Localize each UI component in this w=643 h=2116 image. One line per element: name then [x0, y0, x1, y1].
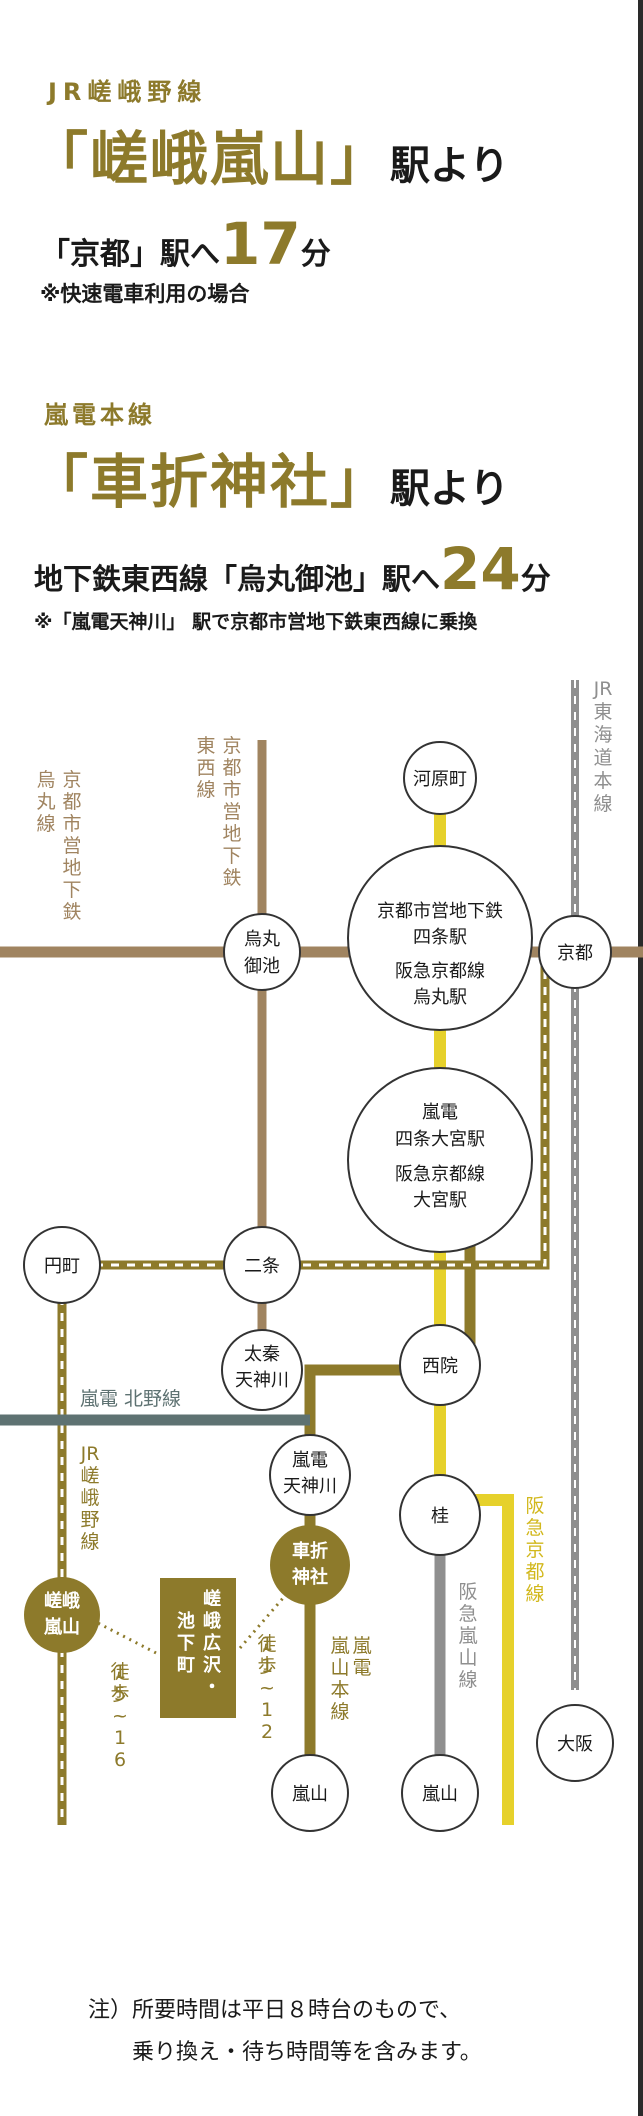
- station-omiya: [347, 1067, 533, 1253]
- randen-kitano-label: 嵐電 北野線: [80, 1388, 181, 1410]
- label-randen-tenjingawa-1: 嵐電: [292, 1450, 328, 1471]
- label-shijo-3: 阪急京都線: [395, 961, 485, 982]
- karasumaoike-time-row: 地下鉄東西線「烏丸御池」駅へ24分: [34, 535, 551, 603]
- station-kurumazaki-highlight: [270, 1525, 350, 1605]
- label-uzumasa-1: 太秦: [244, 1344, 280, 1365]
- minutes-number-2: 24: [440, 535, 521, 603]
- footnote: 注）所要時間は平日８時台のもので、 乗り換え・待ち時間等を含みます。: [88, 1990, 482, 2074]
- station-kyoto: [538, 915, 612, 989]
- footnote-line-1: 注）所要時間は平日８時台のもので、: [88, 1998, 462, 2023]
- tozai-text: 京都市営地下鉄東西線: [196, 735, 241, 889]
- label-saga-hirosawa: 嵯峨広沢・池下町: [177, 1588, 222, 1698]
- station-saiin: [399, 1324, 481, 1406]
- minutes-unit-2: 分: [520, 562, 551, 597]
- kurumazaki-heading: 「車折神社」駅より: [30, 435, 509, 519]
- station-katsura: [399, 1474, 481, 1556]
- station-name: 「嵯峨嵐山」: [30, 125, 391, 193]
- station-karasuma-oike: [223, 913, 301, 991]
- label-omiya-3: 阪急京都線: [395, 1164, 485, 1185]
- randen-line-label: 嵐電本線: [44, 401, 156, 429]
- sagaarashiyama-heading: 「嵯峨嵐山」駅より: [30, 112, 509, 196]
- label-saga-arashiyama-2: 嵐山: [44, 1617, 80, 1638]
- label-saiin: 西院: [422, 1356, 458, 1377]
- svg-text:JR嵯峨野線: JR嵯峨野線: [80, 1443, 100, 1553]
- station-saga-arashiyama-highlight: [24, 1577, 100, 1653]
- randen-arashiyama-label: 嵐電嵐山本線: [330, 1635, 371, 1723]
- label-shijo-2: 四条駅: [413, 927, 467, 948]
- label-karasuma-oike-1: 烏丸: [244, 929, 280, 950]
- hankyu-arashiyama-label: 阪急嵐山線: [458, 1581, 477, 1691]
- footnote-line-2: 乗り換え・待ち時間等を含みます。: [132, 2040, 482, 2065]
- label-karasuma-oike-2: 御池: [244, 956, 280, 977]
- destination-text-2: 地下鉄東西線「烏丸御池」駅へ: [34, 562, 441, 596]
- kyoto-time-row: 「京都」駅へ17分: [40, 210, 331, 278]
- walk-left-connector: [91, 1618, 161, 1657]
- station-emmachi: [23, 1226, 101, 1304]
- station-kawaramachi: [403, 741, 477, 815]
- label-omiya-4: 大宮駅: [413, 1190, 467, 1211]
- station-randen-tenjingawa: [269, 1434, 351, 1516]
- label-emmachi: 円町: [44, 1256, 80, 1277]
- hankyu-kyoto-label: 阪急京都線: [525, 1495, 544, 1605]
- label-kurumazaki-1: 車折: [292, 1540, 328, 1562]
- karasuma-label: 京都市営地下鉄烏丸線: [36, 769, 81, 923]
- hankyu-kyoto-text: 阪急京都線: [525, 1495, 544, 1605]
- yori-text: 駅より: [390, 143, 510, 189]
- station-name-2: 「車折神社」: [30, 448, 391, 516]
- yori-text-2: 駅より: [390, 466, 510, 512]
- right-edge-strip: [638, 0, 643, 2116]
- walk-right-connector: [238, 1589, 292, 1649]
- label-saga-arashiyama-1: 嵯峨: [44, 1590, 80, 1612]
- minutes-number: 17: [220, 210, 301, 278]
- station-osaka: [536, 1704, 614, 1782]
- label-randen-tenjingawa-2: 天神川: [283, 1476, 337, 1497]
- sagano-line-label: JR嵯峨野線: [48, 78, 208, 106]
- label-katsura: 桂: [431, 1506, 449, 1527]
- randen-arashiyama-text: 嵐電嵐山本線: [330, 1635, 371, 1723]
- kitano-label-group: 嵐電 北野線: [80, 1388, 181, 1410]
- karasuma-text: 京都市営地下鉄烏丸線: [36, 769, 81, 923]
- hankyu-arashiyama-text: 阪急嵐山線: [458, 1581, 477, 1691]
- label-hankyu-arashiyama: 嵐山: [422, 1784, 458, 1805]
- label-omiya-1: 嵐電: [422, 1102, 458, 1123]
- transfer-note: ※「嵐電天神川」 駅で京都市営地下鉄東西線に乗換: [34, 611, 478, 633]
- station-uzumasa-tenjingawa: [221, 1329, 303, 1411]
- label-randen-arashiyama: 嵐山: [292, 1784, 328, 1805]
- station-hankyu-arashiyama: [401, 1754, 479, 1832]
- rapid-note: ※快速電車利用の場合: [40, 282, 250, 306]
- label-kyoto: 京都: [557, 943, 593, 964]
- label-osaka: 大阪: [557, 1734, 593, 1755]
- label-kurumazaki-2: 神社: [292, 1566, 328, 1588]
- label-shijo-4: 烏丸駅: [413, 987, 467, 1008]
- station-randen-arashiyama: [271, 1754, 349, 1832]
- station-saga-hirosawa-box: [160, 1578, 236, 1718]
- label-omiya-2: 四条大宮駅: [395, 1129, 485, 1150]
- label-shijo-1: 京都市営地下鉄: [377, 901, 503, 922]
- label-kawaramachi: 河原町: [413, 769, 467, 790]
- tozai-label: 京都市営地下鉄東西線: [196, 735, 241, 889]
- minutes-unit: 分: [300, 237, 331, 272]
- station-shijo-karasuma: [347, 845, 533, 1031]
- destination-text: 「京都」駅へ: [40, 237, 220, 272]
- station-nijo: [223, 1226, 301, 1304]
- label-uzumasa-2: 天神川: [235, 1370, 289, 1391]
- label-nijo: 二条: [244, 1256, 280, 1277]
